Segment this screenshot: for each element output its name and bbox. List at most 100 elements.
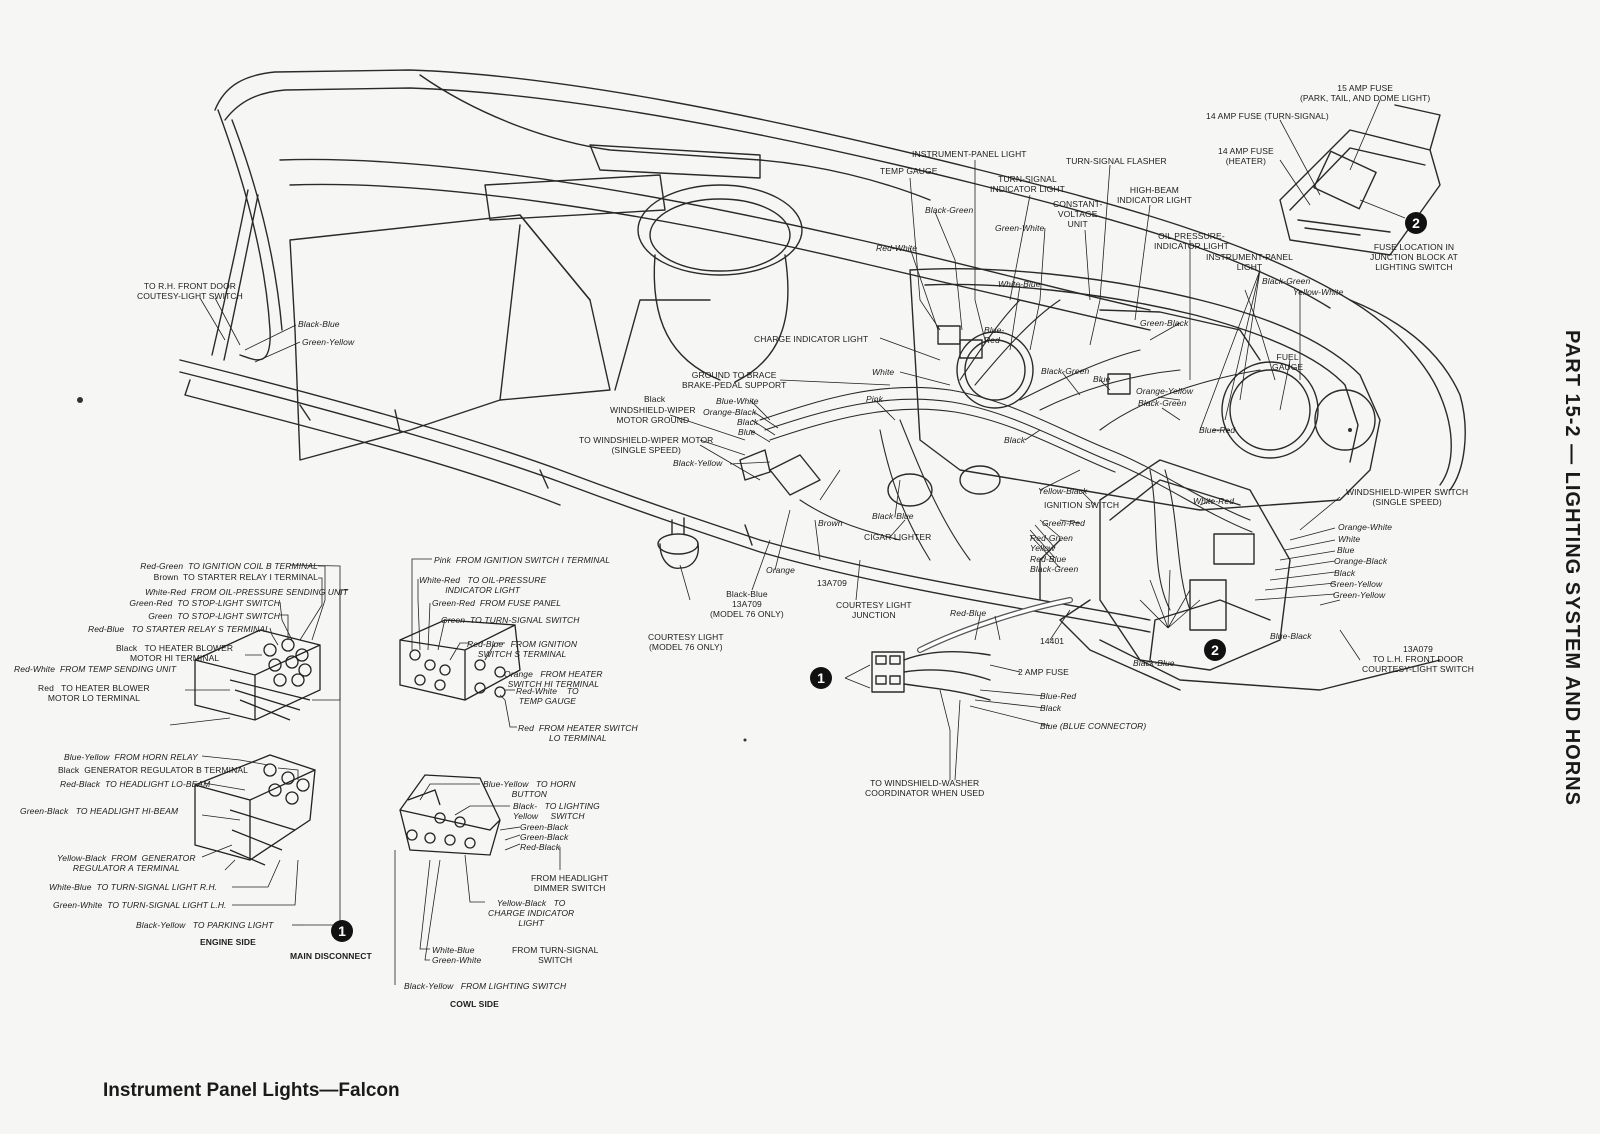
engine-label-black-yellow: Black-Yellow TO PARKING LIGHT [136, 920, 274, 930]
engine-label-white-red: White-Red FROM OIL-PRESSURE SENDING UNIT [145, 587, 348, 597]
cowl-label-red-white: Red-White TO TEMP GAUGE [516, 686, 579, 706]
cluster-housing [909, 268, 1381, 511]
speaker-ring [637, 184, 803, 276]
label-orange-1: Orange [766, 565, 795, 575]
label-blue-black-1: Blue-Black [1270, 631, 1312, 641]
label-black-green-1: Black-Green [925, 205, 974, 215]
engine-label-green-black: Green-Black TO HEADLIGHT HI-BEAM [20, 806, 179, 816]
page-title: Instrument Panel Lights—Falcon [103, 1080, 400, 1101]
label-blue-red-2: Blue-Red [1199, 425, 1236, 435]
engine-label-yellow-black: Yellow-Black FROM GENERATOR REGULATOR A … [57, 853, 196, 873]
label-black-green-2: Black-Green [1262, 276, 1311, 286]
label-red-blue-2: Red-Blue [950, 608, 987, 618]
label-blue-1: Blue [1093, 374, 1111, 384]
label-green-red-1: Green-Red [1042, 518, 1085, 528]
label-black-green-4: Black-Green [1138, 398, 1187, 408]
label-rh-door: TO R.H. FRONT DOOR COUTESY-LIGHT SWITCH [137, 281, 243, 301]
label-white-red-1: White-Red [1193, 496, 1235, 506]
label-oil-pressure: OIL PRESSURE- INDICATOR LIGHT [1154, 231, 1229, 251]
cowl-label-blue-yellow: Blue-Yellow TO HORN BUTTON [483, 779, 576, 799]
callout-2-bottom: 2 [1204, 639, 1226, 661]
label-blue-red-1: Blue- Red [984, 325, 1005, 345]
a-pillar-inner [231, 119, 283, 331]
label-fuse-14-heater: 14 AMP FUSE (HEATER) [1218, 146, 1274, 166]
label-wiper-switch: WINDSHIELD-WIPER SWITCH (SINGLE SPEED) [1346, 487, 1469, 507]
engine-label-black: Black TO HEATER BLOWER MOTOR HI TERMINAL [116, 643, 234, 663]
label-wiper-motor: TO WINDSHIELD-WIPER MOTOR (SINGLE SPEED) [579, 435, 714, 455]
label-wiper-ground-black: Black [644, 394, 666, 404]
label-temp-gauge: TEMP GAUGE [880, 166, 938, 176]
label-red-white-1: Red-White [876, 243, 918, 253]
label-black-blue-2: Black-Blue [872, 511, 914, 521]
fuse-box [1279, 129, 1441, 256]
engine-label-green-red: Green-Red TO STOP-LIGHT SWITCH [129, 598, 280, 608]
label-courtesy-light: COURTESY LIGHT (MODEL 76 ONLY) [648, 632, 724, 652]
engine-label-red-blue: Red-Blue TO STARTER RELAY S TERMINAL [87, 624, 270, 634]
label-black-green-5: Black-Green [1030, 564, 1079, 574]
cowl-label-white-red: White-Red TO OIL-PRESSURE INDICATOR LIGH… [419, 575, 547, 595]
label-blue-3: Blue [1337, 545, 1355, 555]
label-yellow-1: Yellow [1030, 543, 1056, 553]
label-13a709-2: Black-Blue 13A709 (MODEL 76 ONLY) [710, 589, 784, 619]
label-red-green-1: Red-Green [1030, 533, 1073, 543]
label-ignition-switch: IGNITION SWITCH [1044, 500, 1120, 510]
gauge-right [1221, 361, 1319, 459]
label-fuel-gauge: FUEL GAUGE [1272, 352, 1304, 372]
courtesy-light-housing [657, 533, 699, 555]
label-13a079: 13A079 TO L.H. FRONT DOOR COURTESY-LIGHT… [1362, 644, 1474, 674]
label-courtesy-junction: COURTESY LIGHT JUNCTION [836, 600, 912, 620]
engine-block-2 [194, 754, 316, 861]
label-2-amp-fuse: 2 AMP FUSE [1018, 667, 1069, 677]
cowl-label-black-yellow-2: Black-Yellow FROM LIGHTING SWITCH [404, 981, 567, 991]
label-blue-connector: Blue (BLUE CONNECTOR) [1040, 721, 1147, 731]
label-pink-1: Pink [866, 394, 883, 404]
label-turn-signal-flasher: TURN-SIGNAL FLASHER [1066, 156, 1167, 166]
cowl-label-turn-signal: FROM TURN-SIGNAL SWITCH [512, 945, 599, 965]
label-green-white-1: Green-White [995, 223, 1045, 233]
connector-pair [871, 651, 905, 693]
label-fuse-location: FUSE LOCATION IN JUNCTION BLOCK AT LIGHT… [1370, 242, 1458, 272]
label-white-2: White [1338, 534, 1361, 544]
label-fuse-15: 15 AMP FUSE (PARK, TAIL, AND DOME LIGHT) [1300, 83, 1431, 103]
engine-label-brown: Brown TO STARTER RELAY I TERMINAL [153, 572, 318, 582]
label-cigar-lighter: CIGAR LIGHTER [864, 532, 932, 542]
cowl-label-black-yellow: Black- TO LIGHTING Yellow SWITCH [513, 801, 600, 821]
callout-1-connector: 1 [810, 667, 832, 689]
cowl-label-green-black: Green-Black Green-Black Red-Black [520, 822, 569, 852]
dash-frame-inner [224, 87, 1331, 309]
main-disconnect-title: MAIN DISCONNECT [290, 951, 372, 961]
label-instrument-panel-light: INSTRUMENT-PANEL LIGHT [912, 149, 1027, 159]
dash-lower-rail [179, 359, 1151, 621]
part-title-vertical: PART 15-2 — LIGHTING SYSTEM AND HORNS [1561, 330, 1583, 806]
label-high-beam: HIGH-BEAM INDICATOR LIGHT [1117, 185, 1192, 205]
cowl-label-white-blue: White-Blue Green-White [432, 945, 482, 965]
label-blue-2: Blue [738, 427, 756, 437]
label-orange-yellow-1: Orange-Yellow [1136, 386, 1194, 396]
label-yellow-black-1: Yellow-Black [1038, 486, 1088, 496]
engine-side-title: ENGINE SIDE [200, 937, 256, 947]
cowl-label-dimmer: FROM HEADLIGHT DIMMER SWITCH [531, 873, 609, 893]
cowl-label-green: Green TO TURN-SIGNAL SWITCH [441, 615, 580, 625]
a-pillar [217, 109, 271, 361]
label-orange-black-2: Orange-Black [1334, 556, 1388, 566]
engine-label-black-gen: Black GENERATOR REGULATOR B TERMINAL [58, 765, 248, 775]
label-orange-black-1: Orange-Black [703, 407, 757, 417]
label-black-1: Black [737, 417, 759, 427]
label-wiper-ground: WINDSHIELD-WIPER MOTOR GROUND [610, 405, 696, 425]
label-white-blue-1: White-Blue [998, 279, 1041, 289]
cowl-label-pink: Pink FROM IGNITION SWITCH I TERMINAL [434, 555, 611, 565]
label-black-yellow-1: Black-Yellow [673, 458, 723, 468]
label-blue-white-1: Blue-White [716, 396, 759, 406]
label-black-4: Black [1040, 703, 1062, 713]
label-turn-signal-indicator: TURN-SIGNAL INDICATOR LIGHT [990, 174, 1065, 194]
engine-label-red: Red TO HEATER BLOWER MOTOR LO TERMINAL [38, 683, 150, 703]
label-13a709-1: 13A709 [817, 578, 847, 588]
label-constant-voltage: CONSTANT- VOLTAGE UNIT [1053, 199, 1103, 229]
cowl-label-orange: Orange FROM HEATER SWITCH HI TERMINAL [504, 669, 603, 689]
cowl-label-red: Red FROM HEATER SWITCH LO TERMINAL [518, 723, 638, 743]
dash-frame [214, 69, 1441, 396]
dash-top [279, 158, 1151, 311]
engine-label-green-white: Green-White TO TURN-SIGNAL LIGHT L.H. [53, 900, 227, 910]
gauge-left [956, 331, 1034, 409]
